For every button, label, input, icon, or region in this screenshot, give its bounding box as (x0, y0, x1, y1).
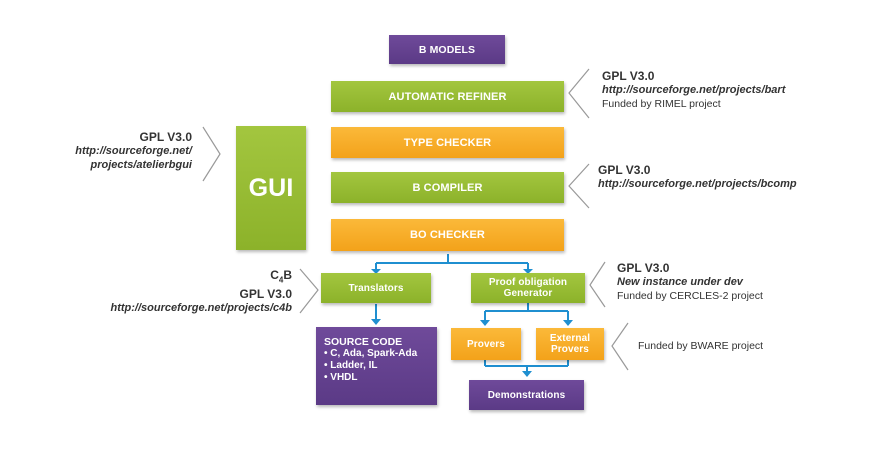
b-models-label: B MODELS (418, 43, 476, 56)
arrow-head-pog (523, 269, 533, 274)
bcomp-url: http://sourceforge.net/projects/bcomp (598, 178, 797, 190)
external-provers-line1: External (549, 333, 591, 344)
pog-status: New instance under dev (617, 276, 743, 288)
automatic-refiner-label: AUTOMATIC REFINER (388, 90, 507, 103)
gui-url-line2: projects/atelierbgui (90, 159, 192, 171)
proof-obligation-generator-box: Proof obligation Generator (471, 273, 585, 303)
refiner-bracket (568, 68, 590, 119)
arrow-head-provers (480, 320, 490, 326)
pog-label-line2: Generator (503, 288, 553, 299)
source-code-box: SOURCE CODE C, Ada, Spark-Ada Ladder, IL… (316, 327, 437, 405)
bcomp-note: GPL V3.0 http://sourceforge.net/projects… (598, 163, 797, 191)
translators-label: Translators (348, 282, 404, 294)
source-code-title: SOURCE CODE (324, 336, 403, 348)
source-code-item: VHDL (324, 372, 437, 384)
arrow-head-external-provers (563, 320, 573, 326)
demonstrations-box: Demonstrations (469, 380, 584, 410)
c4b-url: http://sourceforge.net/projects/c4b (110, 302, 292, 315)
gui-label: GUI (248, 173, 294, 202)
gui-license: GPL V3.0 (139, 130, 192, 144)
refiner-url: http://sourceforge.net/projects/bart (602, 84, 786, 96)
bo-checker-box: BO CHECKER (331, 219, 564, 251)
translators-box: Translators (321, 273, 431, 303)
bo-checker-label: BO CHECKER (410, 229, 485, 241)
gui-box: GUI (236, 126, 306, 250)
b-compiler-label: B COMPILER (412, 181, 483, 194)
provers-bracket (611, 322, 629, 371)
pog-label-line1: Proof obligation (488, 277, 568, 288)
provers-label: Provers (467, 338, 505, 350)
source-code-list: C, Ada, Spark-Ada Ladder, IL VHDL (324, 348, 437, 384)
external-provers-line2: Provers (551, 344, 589, 355)
pog-note: GPL V3.0 New instance under dev Funded b… (617, 261, 763, 303)
provers-box: Provers (451, 328, 521, 360)
gui-bracket (202, 126, 221, 182)
source-code-item: C, Ada, Spark-Ada (324, 348, 437, 360)
gui-url-line1: http://sourceforge.net/ (75, 145, 192, 157)
type-checker-label: TYPE CHECKER (403, 136, 492, 149)
b-models-box: B MODELS (389, 35, 505, 64)
arrow-head-translators (371, 269, 381, 274)
refiner-license: GPL V3.0 (602, 69, 655, 83)
refiner-note: GPL V3.0 http://sourceforge.net/projects… (602, 69, 785, 111)
demonstrations-label: Demonstrations (487, 389, 566, 401)
type-checker-box: TYPE CHECKER (331, 127, 564, 158)
provers-note: Funded by BWARE project (638, 339, 763, 353)
c4b-name: C4B (270, 268, 292, 285)
bcomp-license: GPL V3.0 (598, 163, 651, 177)
refiner-funding: Funded by RIMEL project (602, 98, 721, 110)
provers-funding: Funded by BWARE project (638, 340, 764, 352)
c4b-bracket (299, 268, 319, 314)
external-provers-box: External Provers (536, 328, 604, 360)
arrow-head-demonstrations (522, 371, 532, 377)
arrow-head-source-code (371, 319, 381, 325)
b-compiler-box: B COMPILER (331, 172, 564, 203)
automatic-refiner-box: AUTOMATIC REFINER (331, 81, 564, 112)
c4b-license: GPL V3.0 (239, 287, 292, 302)
pog-license: GPL V3.0 (617, 261, 670, 275)
c4b-note: C4B GPL V3.0 http://sourceforge.net/proj… (40, 268, 292, 315)
pog-funding: Funded by CERCLES-2 project (617, 290, 763, 302)
gui-note: GPL V3.0 http://sourceforge.net/ project… (30, 130, 192, 172)
bcomp-bracket (568, 163, 590, 209)
pog-bracket (589, 261, 606, 308)
source-code-item: Ladder, IL (324, 360, 437, 372)
